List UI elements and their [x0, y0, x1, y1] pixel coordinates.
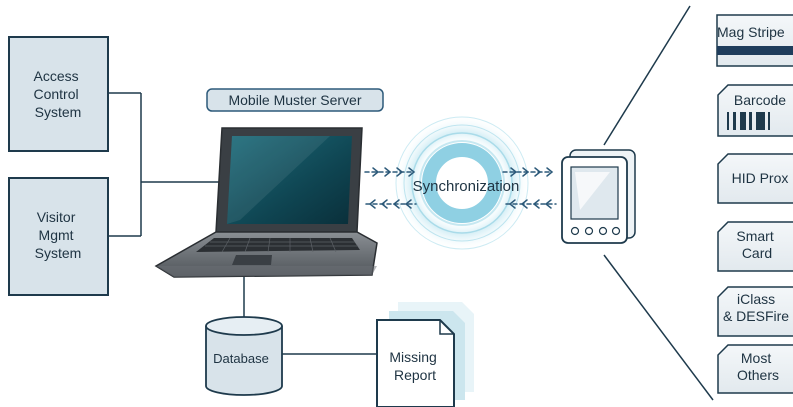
visitor-mgmt-label: Visitor Mgmt System — [35, 209, 82, 261]
visitor-mgmt-box: Visitor Mgmt System — [8, 177, 109, 296]
database-label: Database — [213, 351, 269, 366]
sync-arrows-incoming-icon — [365, 199, 557, 209]
sync-label: Synchronization — [413, 178, 520, 195]
card-mag-stripe: Mag Stripe — [716, 14, 793, 67]
card-fan-lines — [603, 5, 714, 401]
access-control-label: Access Control System — [33, 68, 82, 120]
svg-text:HID Prox: HID Prox — [732, 170, 789, 186]
svg-text:iClass & DESFire: iClass & DESFire — [723, 291, 789, 324]
server-label: Mobile Muster Server — [206, 88, 384, 112]
svg-text:Barcode: Barcode — [734, 92, 786, 108]
sync-arrows-outgoing-icon — [364, 167, 554, 177]
laptop-icon — [154, 127, 378, 278]
access-control-box: Access Control System — [8, 36, 109, 152]
svg-text:Mobile Muster Server: Mobile Muster Server — [228, 92, 361, 108]
svg-text:Mag Stripe: Mag Stripe — [717, 24, 785, 40]
card-iclass-desfire: iClass & DESFire — [717, 286, 793, 337]
left-connector — [108, 92, 222, 237]
mag-stripe-bar-icon — [717, 46, 793, 55]
barcode-icon — [727, 112, 770, 130]
card-most-others: Most Others — [717, 344, 793, 394]
card-barcode: Barcode — [717, 84, 793, 137]
card-smart-card: Smart Card — [717, 221, 793, 272]
report-document-icon: Missing Report — [376, 302, 474, 407]
svg-text:Smart Card: Smart Card — [736, 228, 777, 261]
sync-ring-icon — [394, 115, 530, 251]
report-label: Missing Report — [389, 349, 440, 383]
database-icon: Database — [205, 316, 283, 396]
card-hid-prox: HID Prox — [717, 153, 793, 204]
handheld-device-icon — [561, 149, 636, 244]
svg-text:Most Others: Most Others — [737, 350, 779, 383]
